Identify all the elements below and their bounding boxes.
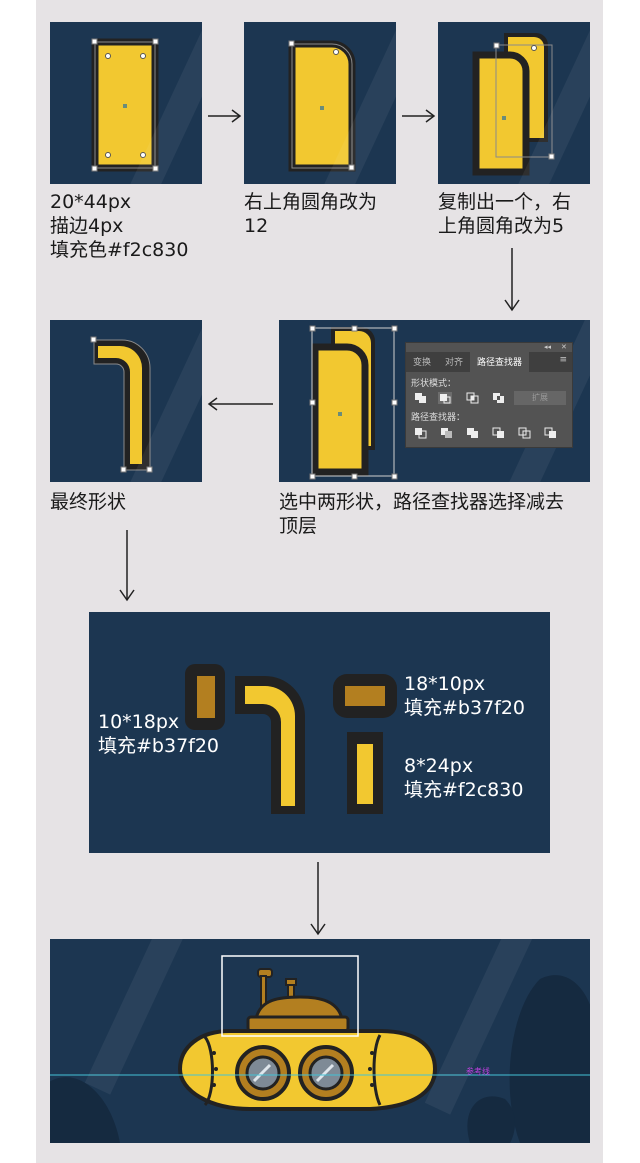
arrow-down-icon (310, 862, 326, 936)
step2-rounded-rectangle[interactable] (244, 22, 396, 184)
exclude-icon[interactable] (492, 392, 506, 404)
parts-panel: 10*18px 填充#b37f20 18*10px 填充#b37f20 8*24… (89, 612, 550, 853)
pathfinder-panel: ◂◂ ✕ 变换 对齐 路径查找器 ≡ 形状模式： 扩展 路径查找器： (405, 342, 573, 448)
guide-label: 参考线 (466, 1067, 490, 1076)
arrow-down-icon (504, 248, 520, 312)
step2-caption: 右上角圆角改为 12 (244, 191, 378, 237)
tab-transform[interactable]: 变换 (413, 358, 432, 368)
expand-button[interactable]: 扩展 (514, 391, 566, 405)
step3-duplicate-shapes[interactable] (438, 22, 590, 184)
step5-caption: 最终形状 (50, 491, 127, 513)
outline-icon[interactable] (518, 427, 532, 439)
pathfinder-label: 路径查找器： (411, 413, 466, 423)
arrow-down-icon (119, 530, 135, 602)
step1-caption: 20*44px 描边4px 填充色#f2c830 (50, 191, 189, 261)
pathfinder-tabs: 变换 对齐 路径查找器 ≡ (406, 352, 572, 372)
step4-caption: 选中两形状，路径查找器选择减去 顶层 (279, 491, 565, 537)
submarine-panel: 参考线 (50, 939, 590, 1143)
unite-icon[interactable] (414, 392, 428, 404)
step3-caption: 复制出一个，右 上角圆角改为5 (438, 191, 572, 237)
minus-front-icon[interactable] (438, 392, 452, 404)
step5-panel (50, 320, 202, 482)
tab-align[interactable]: 对齐 (445, 358, 464, 368)
collapse-icon[interactable]: ◂◂ (544, 343, 552, 351)
parts-shapes (185, 664, 397, 814)
selection-box (221, 955, 359, 1037)
submarine-illustration (50, 955, 590, 1143)
panel-menu-icon[interactable]: ≡ (559, 355, 567, 365)
close-icon[interactable]: ✕ (561, 343, 567, 351)
intersect-icon[interactable] (466, 392, 480, 404)
step2-panel (244, 22, 396, 184)
minus-back-icon[interactable] (544, 427, 558, 439)
bottom-right-block-annotation: 8*24px 填充#f2c830 (404, 755, 524, 801)
arrow-right-icon (208, 109, 242, 123)
step3-panel (438, 22, 590, 184)
arrow-right-icon (402, 109, 436, 123)
step1-panel (50, 22, 202, 184)
merge-icon[interactable] (466, 427, 480, 439)
trim-icon[interactable] (440, 427, 454, 439)
final-shape[interactable] (50, 320, 202, 482)
arrow-left-icon (207, 397, 273, 411)
crop-icon[interactable] (492, 427, 506, 439)
step1-rectangle[interactable] (50, 22, 202, 184)
shape-modes-label: 形状模式： (411, 379, 457, 389)
divide-icon[interactable] (414, 427, 428, 439)
left-block-annotation: 10*18px 填充#b37f20 (98, 711, 220, 757)
tab-pathfinder[interactable]: 路径查找器 (470, 352, 530, 372)
top-right-block-annotation: 18*10px 填充#b37f20 (404, 673, 526, 719)
step4-selected-shapes[interactable] (279, 320, 439, 482)
